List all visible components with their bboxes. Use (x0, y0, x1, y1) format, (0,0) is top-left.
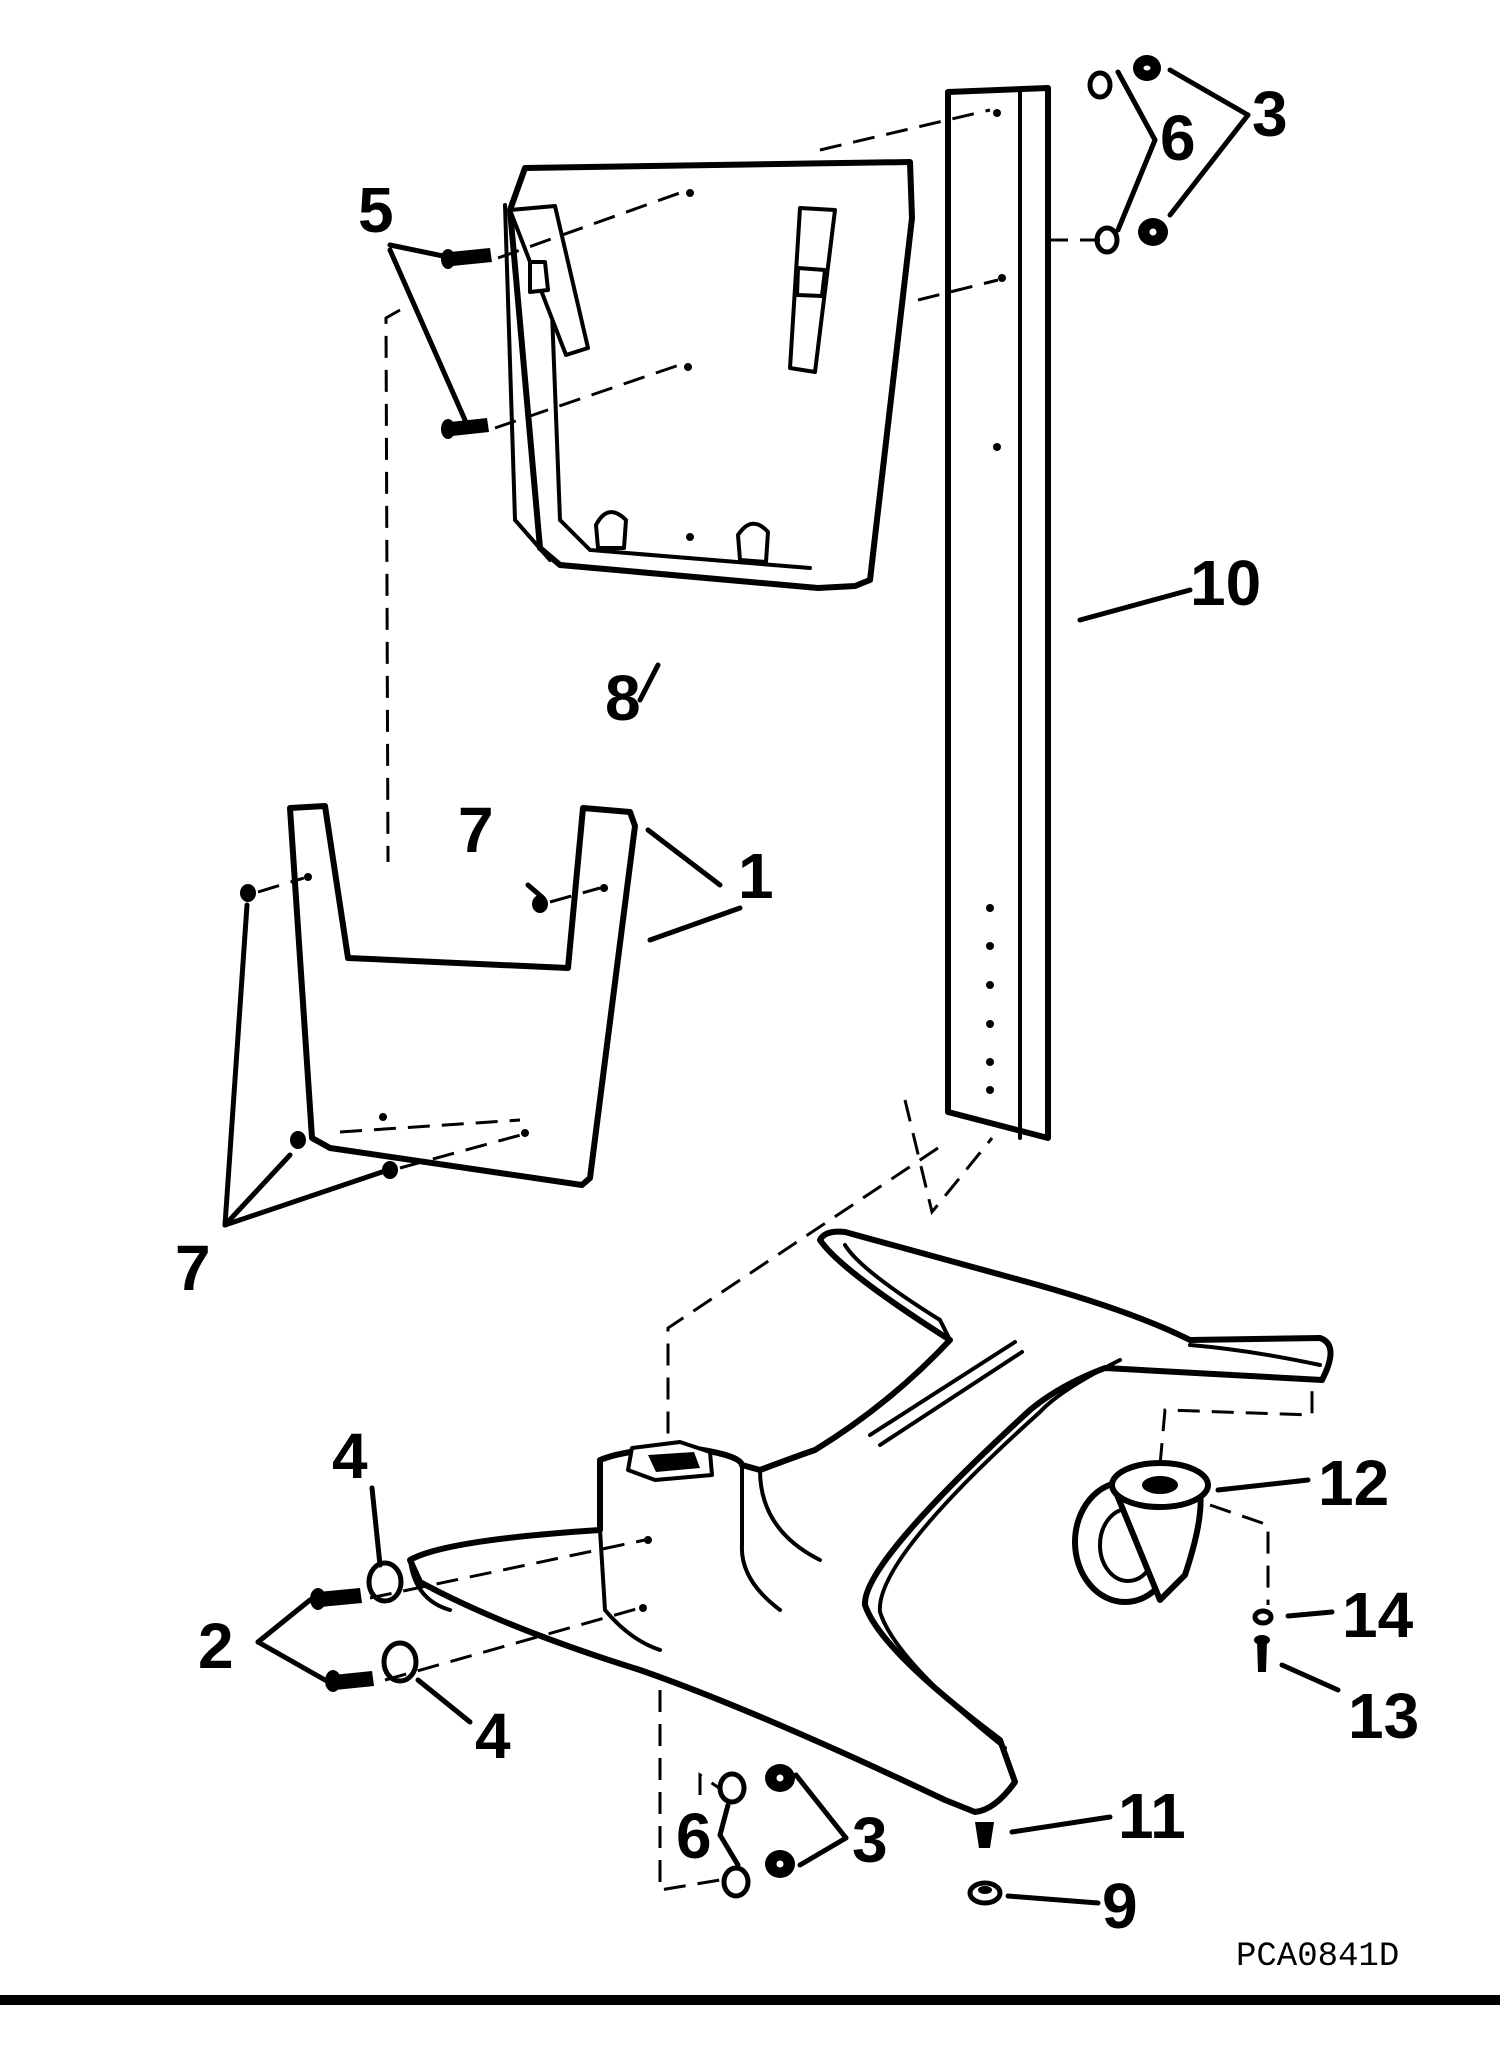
hardware (240, 55, 1274, 1906)
callout-3-bottom: 3 (852, 1804, 888, 1876)
callout-10: 10 (1190, 547, 1261, 619)
callout-2: 2 (198, 1610, 234, 1682)
assembly-lines (257, 108, 1314, 1892)
callout-6-top: 6 (1160, 102, 1196, 174)
part-1-front-panel (287, 803, 638, 1188)
leader-lines (222, 67, 1341, 1906)
figure-id: PCA0841D (1236, 1938, 1399, 1976)
callout-11: 11 (1118, 1780, 1186, 1852)
callout-5: 5 (358, 174, 394, 246)
callout-6-bottom: 6 (676, 1800, 712, 1872)
callout-14: 14 (1342, 1579, 1414, 1651)
callouts: 1 2 3 3 4 4 5 6 6 7 7 8 9 10 11 12 13 14 (175, 78, 1419, 1942)
base (407, 1228, 1334, 1815)
callout-4-bottom: 4 (475, 1700, 511, 1772)
callout-7-top: 7 (458, 794, 494, 866)
part-10-column (945, 85, 1051, 1141)
bottom-rule (0, 1995, 1500, 2005)
callout-9: 9 (1102, 1870, 1138, 1942)
callout-1: 1 (738, 840, 774, 912)
callout-4-top: 4 (332, 1420, 368, 1492)
part-8-tray (503, 159, 915, 591)
callout-3-top: 3 (1252, 78, 1288, 150)
callout-12: 12 (1318, 1447, 1389, 1519)
callout-8: 8 (605, 662, 641, 734)
callout-7-bottom: 7 (175, 1232, 211, 1304)
part-12-caster (1072, 1460, 1211, 1605)
callout-13: 13 (1348, 1680, 1419, 1752)
